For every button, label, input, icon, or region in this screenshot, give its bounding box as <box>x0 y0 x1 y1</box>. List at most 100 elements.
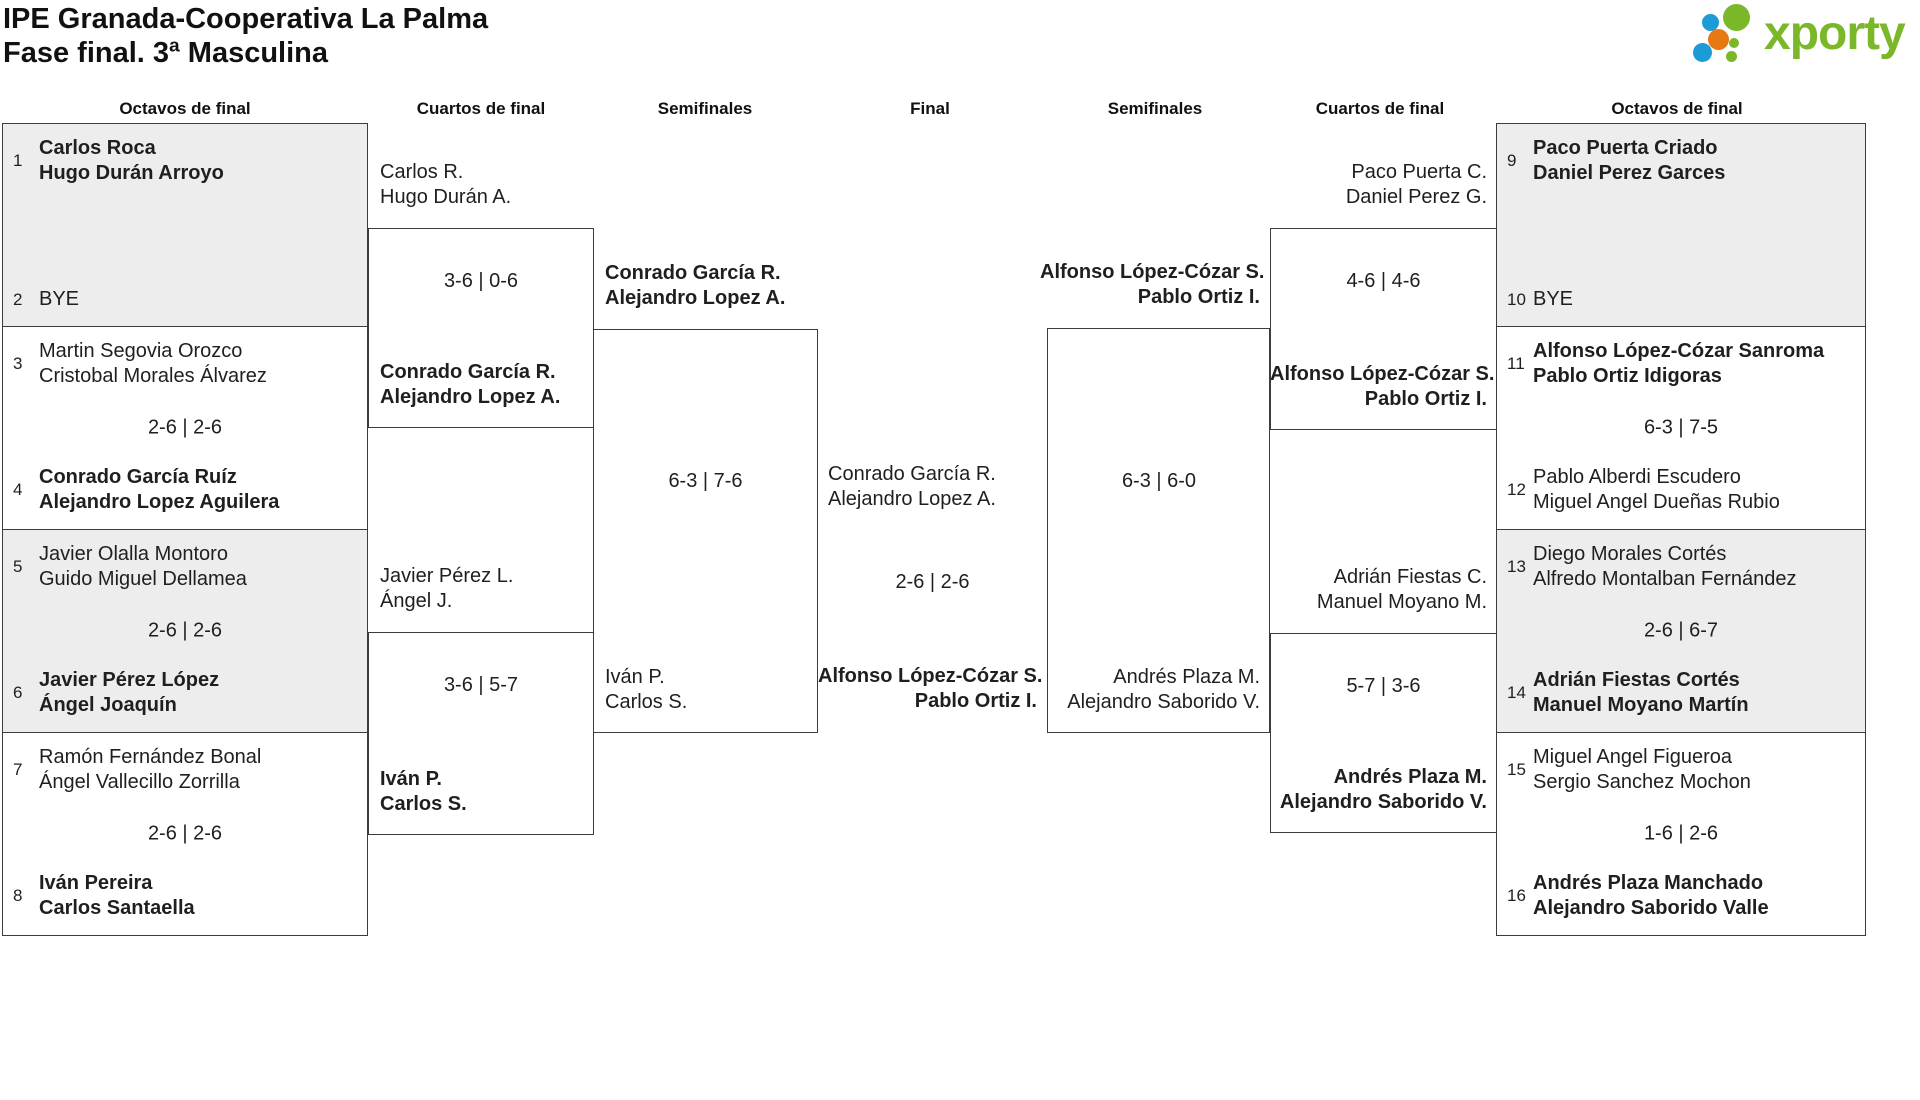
player-name: Andrés Plaza M. <box>1113 666 1260 688</box>
player-name: Manuel Moyano Martín <box>1533 694 1749 716</box>
seed-number: 14 <box>1507 683 1526 702</box>
seed-number: 3 <box>13 354 23 373</box>
player-name: Ángel Vallecillo Zorrilla <box>39 771 240 793</box>
team-label: Iván P.Carlos S. <box>380 767 467 817</box>
round-header-cuartos-right: Cuartos de final <box>1315 99 1445 118</box>
match-score: 4-6 | 4-6 <box>1346 270 1421 292</box>
round-header-octavos-left: Octavos de final <box>119 99 251 118</box>
player-name: Paco Puerta C. <box>1351 161 1487 183</box>
player-name: Alejandro Saborido V. <box>1067 691 1260 713</box>
seed-number: 6 <box>13 683 23 702</box>
player-name: Pablo Ortiz I. <box>914 690 1037 712</box>
player-name: Miguel Angel Figueroa <box>1533 746 1733 768</box>
final-team-label: Conrado García R.Alejandro Lopez A. <box>828 462 996 512</box>
player-name: Pablo Ortiz I. <box>1137 286 1260 308</box>
player-name: Carlos S. <box>380 793 467 815</box>
seed-number: 2 <box>13 289 23 309</box>
player-name: Daniel Perez Garces <box>1533 162 1726 184</box>
team-label: Conrado García R.Alejandro Lopez A. <box>380 360 560 410</box>
match-box-cuartos-right-2 <box>1270 633 1497 833</box>
player-name: Andrés Plaza Manchado <box>1533 872 1764 894</box>
player-name: Carlos Roca <box>39 137 156 159</box>
team-label: Iván P.Carlos S. <box>605 665 687 715</box>
player-name: Ángel J. <box>380 590 453 612</box>
final-team-label: Alfonso López-Cózar S.Pablo Ortiz I. <box>818 664 1042 714</box>
player-name: Andrés Plaza M. <box>1333 766 1487 788</box>
logo-wordmark: xporty <box>1764 7 1906 60</box>
seed-number: 7 <box>13 760 23 779</box>
logo-dot-blue-medium <box>1693 43 1712 62</box>
player-name: Conrado García R. <box>828 463 996 485</box>
team-label: Paco Puerta C. Daniel Perez G. <box>1270 160 1487 210</box>
player-name: BYE <box>1533 288 1574 310</box>
player-name: Pablo Alberdi Escudero <box>1533 466 1741 488</box>
match-score: 6-3 | 7-5 <box>1643 416 1719 439</box>
player-name: Javier Pérez L. <box>380 565 514 587</box>
player-name: Daniel Perez G. <box>1345 186 1487 208</box>
player-name: Carlos S. <box>605 691 688 713</box>
match-score: 2-6 | 6-7 <box>1643 619 1719 642</box>
match-score: 6-3 | 6-0 <box>1121 470 1197 492</box>
seed-number: 10 <box>1507 289 1526 309</box>
player-name: Adrián Fiestas Cortés <box>1533 669 1740 691</box>
seed-number: 16 <box>1507 886 1526 905</box>
player-name: Sergio Sanchez Mochon <box>1533 771 1751 793</box>
player-name: Hugo Durán A. <box>380 186 512 208</box>
logo-dot-green-tiny <box>1729 38 1739 48</box>
player-name: Alejandro Lopez Aguilera <box>39 491 280 513</box>
match-box-cuartos-right-1 <box>1270 228 1497 430</box>
round-header-cuartos-left: Cuartos de final <box>416 99 546 118</box>
player-name: Conrado García R. <box>605 262 781 284</box>
team-label: Javier Pérez L. Ángel J. <box>380 564 513 614</box>
seed-number: 8 <box>13 886 23 905</box>
player-name: Manuel Moyano M. <box>1316 591 1487 613</box>
player-name: Ramón Fernández Bonal <box>39 746 262 768</box>
player-name: Conrado García R. <box>380 361 556 383</box>
team-label: Adrián Fiestas C.Manuel Moyano M. <box>1270 565 1487 615</box>
seed-number: 13 <box>1507 557 1526 576</box>
match-score: 2-6 | 2-6 <box>147 619 223 642</box>
player-name: Cristobal Morales Álvarez <box>39 365 267 387</box>
team-label: Alfonso López-Cózar S. Pablo Ortiz I. <box>1270 362 1495 412</box>
team-label: Andrés Plaza M. Alejandro Saborido V. <box>1040 665 1260 715</box>
match-box-cuartos-left-1 <box>368 228 594 428</box>
team-label: Alfonso López-Cózar S.Pablo Ortiz I. <box>1040 260 1264 310</box>
player-name: Paco Puerta Criado <box>1533 137 1718 159</box>
player-name: Alfonso López-Cózar S. <box>1270 363 1495 385</box>
player-name: Hugo Durán Arroyo <box>39 162 224 184</box>
player-name: Conrado García Ruíz <box>39 466 237 488</box>
player-name: Javier Pérez López <box>39 669 220 691</box>
player-name: Pablo Ortiz I. <box>1364 388 1487 410</box>
team-label: Andrés Plaza M. Alejandro Saborido V. <box>1270 765 1487 815</box>
team-names: BYE <box>1533 287 1573 312</box>
player-name: Alejandro Saborido V. <box>1279 791 1487 813</box>
player-name: Carlos Santaella <box>39 897 195 919</box>
player-name: Carlos R. <box>380 161 464 183</box>
match-box-semifinal-left <box>593 329 818 733</box>
team-label: Carlos R. Hugo Durán A. <box>380 160 511 210</box>
player-name: BYE <box>39 288 80 310</box>
player-name: Miguel Angel Dueñas Rubio <box>1533 491 1780 513</box>
team-row: 10 BYE <box>1507 287 1857 312</box>
player-name: Alfredo Montalban Fernández <box>1533 568 1797 590</box>
